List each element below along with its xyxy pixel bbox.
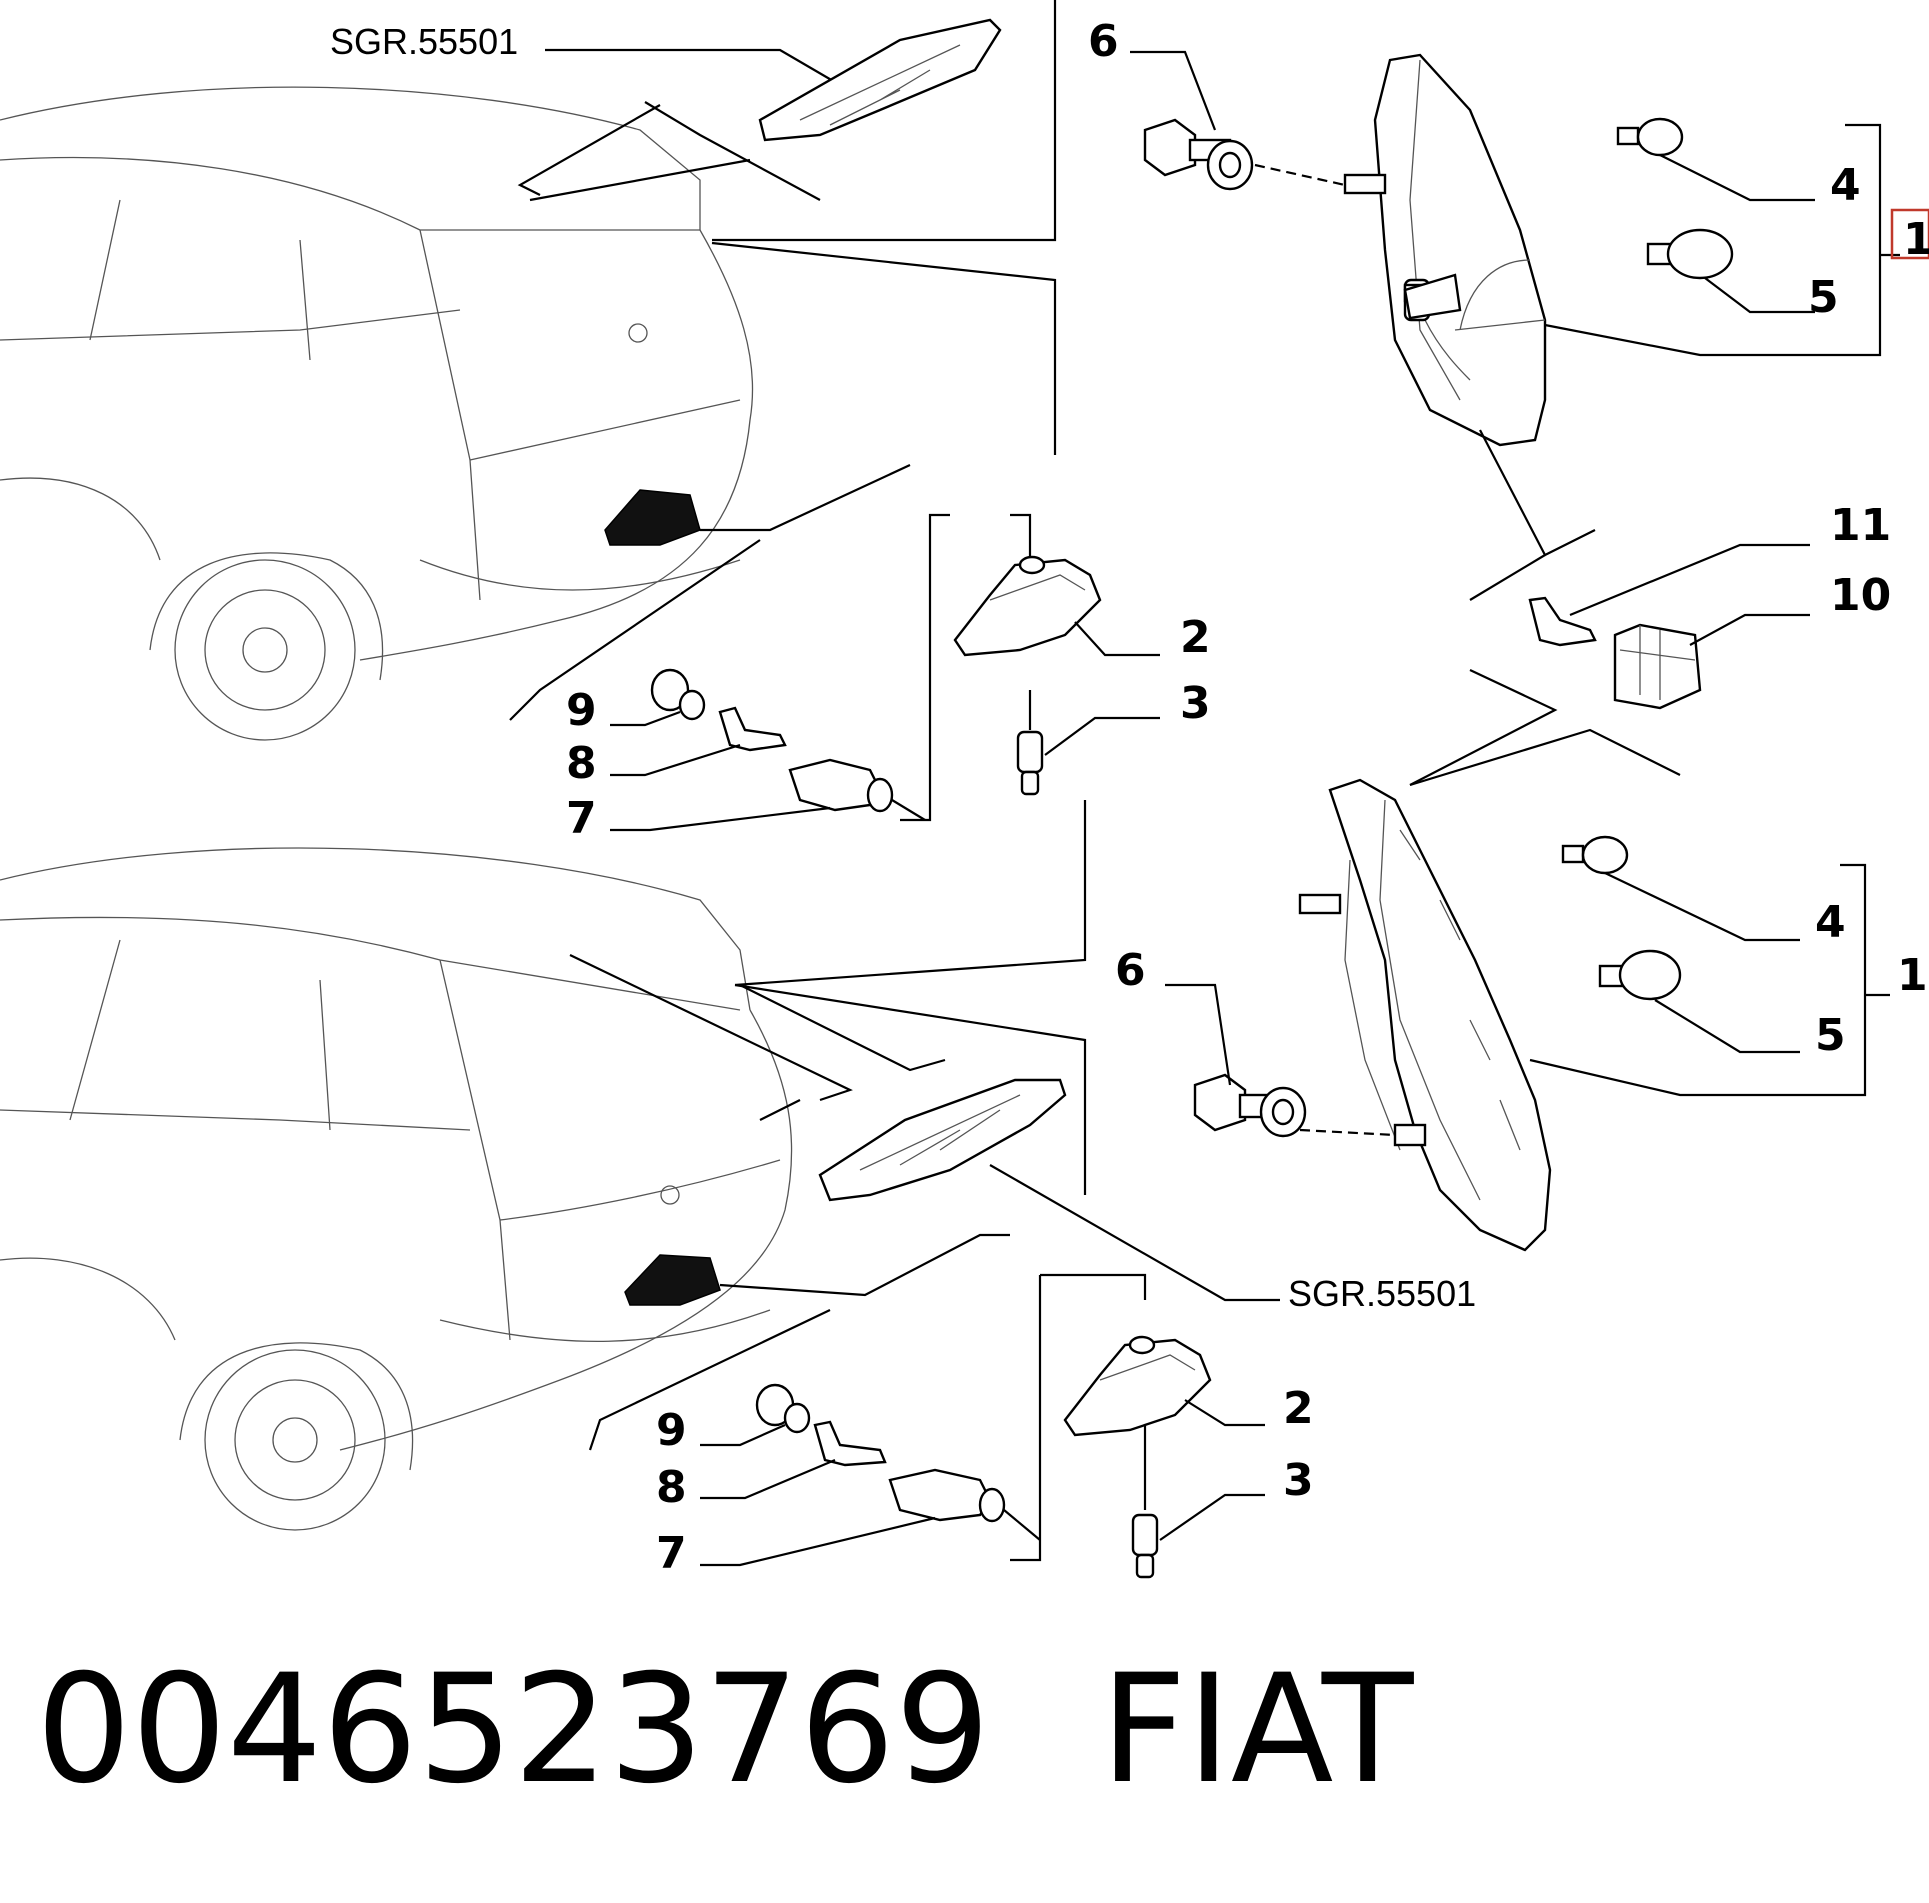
grommet-9-bottom [755,1383,811,1434]
bulb-socket-7-top [788,758,926,821]
callout-6-bottom: 6 [1115,945,1146,996]
license-lamp-mount-top [604,489,701,546]
bulb-socket-7-bottom [888,1468,1041,1541]
callout-2-bottom: 2 [1283,1383,1314,1434]
connector-10 [1613,623,1702,710]
leader-lines-top [509,0,1057,822]
callout-8-top: 8 [566,738,597,789]
terminal-8-top [718,706,787,752]
license-lamp-assembly-top [953,555,1102,657]
tail-lamp-assembly-top [1343,53,1547,447]
wedge-bulb-bottom [1131,1513,1159,1579]
wedge-bulb-top [1016,730,1044,796]
callout-2-top: 2 [1180,612,1211,663]
connector-leader-lines [1409,429,1681,787]
bulb-5-top [1646,228,1734,280]
highlight-box [1890,208,1929,260]
callout-8-bottom: 8 [656,1462,687,1513]
nut-6-top [1143,118,1254,191]
sgr-reference-bottom: SGR.55501 [1288,1273,1476,1314]
callout-7-bottom: 7 [656,1528,687,1579]
car-bottom-illustration [0,847,793,1531]
callout-1-bottom: 1 [1897,950,1928,1001]
callout-11: 11 [1830,500,1891,551]
bulb-4-top [1616,117,1684,157]
callout-5-bottom: 5 [1815,1010,1846,1061]
bulb-4-bottom [1561,835,1629,875]
callout-7-top: 7 [566,793,597,844]
car-top-illustration [0,86,754,741]
grommet-9-top [650,668,706,721]
sgr-reference-top: SGR.55501 [330,21,518,62]
license-lamp-housing-top [758,18,1002,142]
callout-1-top: 1 [1903,214,1929,265]
license-lamp-assembly-bottom [1063,1335,1212,1437]
callout-3-bottom: 3 [1283,1455,1314,1506]
callout-10: 10 [1830,570,1891,621]
license-lamp-mount-bottom [624,1254,721,1306]
callout-9-bottom: 9 [656,1405,687,1456]
terminal-8-bottom [813,1420,887,1467]
brand-name: FIAT [1100,1643,1414,1817]
callout-4-bottom: 4 [1815,897,1846,948]
callout-9-top: 9 [566,685,597,736]
callout-4-top: 4 [1830,160,1861,211]
bulb-5-bottom [1598,949,1682,1001]
part-number: 0046523769 [36,1643,991,1817]
nut-6-bottom [1193,1073,1307,1138]
tail-lamp-assembly-bottom [1298,778,1552,1252]
callout-5-top: 5 [1808,272,1839,323]
callout-3-top: 3 [1180,678,1211,729]
callout-6-top: 6 [1088,16,1119,67]
terminal-11 [1528,596,1597,647]
